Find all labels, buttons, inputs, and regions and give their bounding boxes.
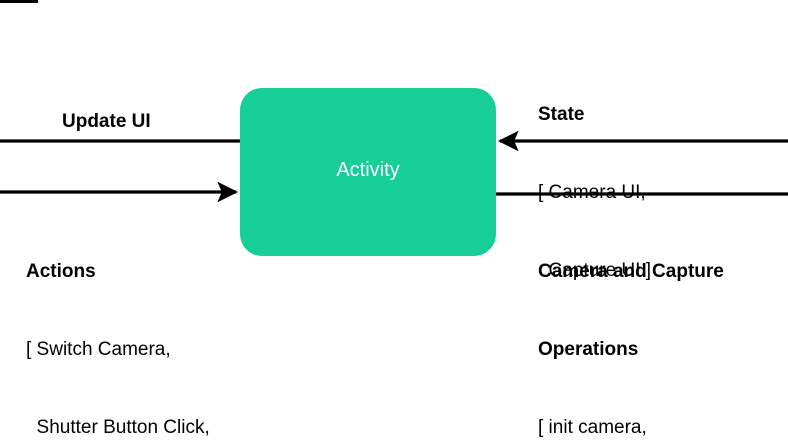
operations-line-1: [ init camera, [538, 417, 647, 438]
state-line-1: [ Camera UI, [538, 182, 646, 203]
actions-heading: Actions [26, 261, 96, 282]
edge-label-update-ui: Update UI [62, 111, 151, 132]
state-line-2: Capture UI ] [538, 260, 651, 281]
activity-node-label: Activity [336, 159, 400, 181]
actions-line-1: [ Switch Camera, [26, 339, 171, 360]
activity-node[interactable] [240, 88, 496, 256]
actions-block: Actions [ Switch Camera, Shutter Button … [26, 207, 256, 444]
actions-line-2: Shutter Button Click, [26, 417, 210, 438]
state-block: State [ Camera UI, Capture UI ] [538, 50, 651, 336]
operations-block: Camera and Capture Operations [ init cam… [538, 207, 724, 444]
state-heading: State [538, 104, 585, 125]
top-left-bar-artifact [0, 0, 38, 3]
operations-heading-line-1: Camera and Capture [538, 261, 724, 282]
operations-heading-line-2: Operations [538, 339, 639, 360]
